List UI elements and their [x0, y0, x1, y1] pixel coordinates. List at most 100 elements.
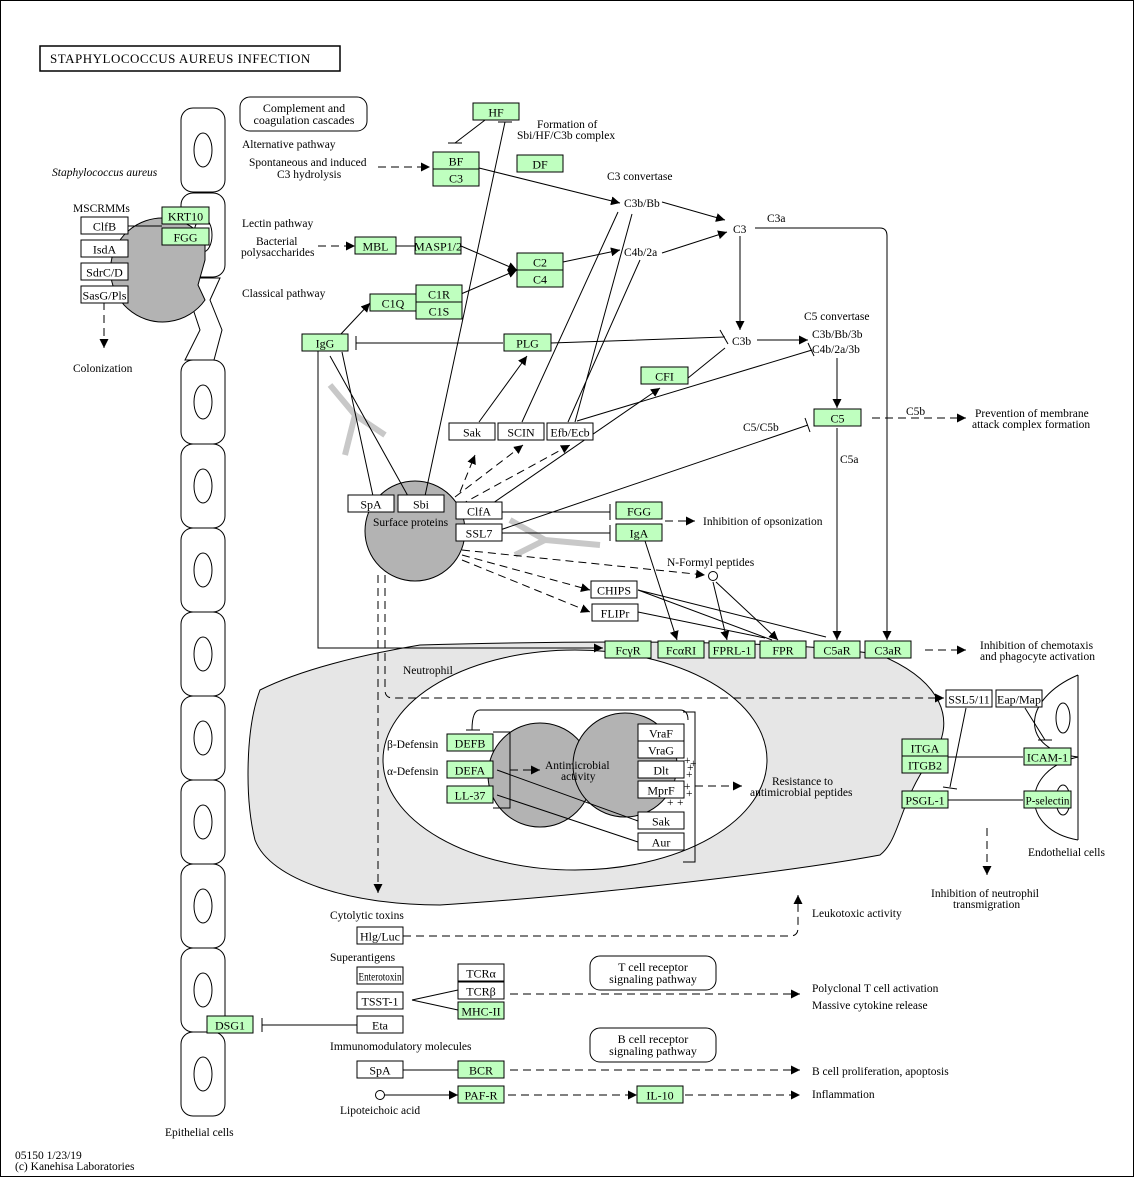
- compound-isda[interactable]: IsdA: [80, 239, 129, 258]
- svg-text:Epithelial cells: Epithelial cells: [165, 1127, 234, 1139]
- compound-tsst1[interactable]: TSST-1: [356, 991, 404, 1010]
- node-label: SdrC/D: [86, 266, 123, 280]
- lipoteichoic-node: [375, 1090, 385, 1100]
- gene-c3ar[interactable]: C3aR: [864, 640, 912, 659]
- gene-c1s[interactable]: C1S: [415, 301, 463, 320]
- node-label: C5aR: [823, 644, 850, 658]
- gene-c5ar[interactable]: C5aR: [813, 640, 861, 659]
- compound-hlgluc[interactable]: Hlg/Luc: [356, 926, 404, 945]
- node-label: ClfB: [93, 220, 116, 234]
- compound-vrag[interactable]: VraG: [637, 740, 685, 759]
- gene-c3box[interactable]: C3: [432, 168, 480, 187]
- compound-clfb[interactable]: ClfB: [80, 216, 129, 235]
- gene-itga[interactable]: ITGA: [901, 738, 949, 757]
- node-label: CFI: [655, 370, 674, 384]
- compound-dlt[interactable]: Dlt: [637, 760, 685, 779]
- gene-plg[interactable]: PLG: [503, 333, 552, 352]
- compound-efb[interactable]: Efb/Ecb: [546, 422, 594, 441]
- compound-tcra[interactable]: TCRα: [457, 963, 505, 982]
- gene-krt10[interactable]: KRT10: [161, 206, 210, 225]
- svg-text:Superantigens: Superantigens: [330, 952, 396, 964]
- gene-mhcii[interactable]: MHC-II: [457, 1001, 505, 1020]
- compound-tcrb[interactable]: TCRβ: [457, 981, 505, 1000]
- gene-fgg2[interactable]: FGG: [615, 501, 663, 520]
- gene-c2[interactable]: C2: [516, 252, 564, 271]
- gene-ll37[interactable]: LL-37: [446, 785, 494, 804]
- node-label: SasG/Pls: [83, 289, 127, 303]
- gene-mbl[interactable]: MBL: [354, 236, 397, 255]
- gene-fprl1[interactable]: FPRL-1: [708, 640, 756, 659]
- compound-sak1[interactable]: Sak: [448, 422, 496, 441]
- compound-sbi[interactable]: Sbi: [397, 494, 445, 513]
- gene-psgl1[interactable]: PSGL-1: [901, 790, 949, 809]
- gene-psel[interactable]: P-selectin: [1023, 790, 1072, 809]
- svg-text:Alternative pathway: Alternative pathway: [242, 139, 336, 151]
- compound-sasg[interactable]: SasG/Pls: [80, 285, 129, 304]
- gene-dsg1[interactable]: DSG1: [206, 1015, 254, 1034]
- compound-chips[interactable]: CHIPS: [590, 580, 638, 599]
- svg-text:Spontaneous and induced: Spontaneous and induced: [249, 157, 367, 169]
- compound-scin[interactable]: SCIN: [497, 422, 545, 441]
- gene-defa[interactable]: DEFA: [446, 760, 494, 779]
- pathway-link-bcr[interactable]: B cell receptor signaling pathway: [589, 1027, 717, 1063]
- node-label: PLG: [516, 337, 539, 351]
- gene-fpr[interactable]: FPR: [759, 640, 807, 659]
- compound-ssl511[interactable]: SSL5/11: [945, 689, 993, 708]
- gene-c1q[interactable]: C1Q: [369, 293, 417, 312]
- gene-itgb2[interactable]: ITGB2: [901, 755, 949, 774]
- node-label: ITGB2: [908, 759, 942, 773]
- gene-igg[interactable]: IgG: [301, 333, 349, 352]
- compound-aur[interactable]: Aur: [637, 832, 685, 851]
- gene-masp[interactable]: MASP1/2: [414, 236, 462, 255]
- compound-spa2[interactable]: SpA: [356, 1060, 404, 1079]
- gene-c1r[interactable]: C1R: [415, 284, 463, 303]
- gene-cfi[interactable]: CFI: [640, 366, 689, 385]
- pathway-link-complement[interactable]: Complement and coagulation cascades: [239, 96, 368, 132]
- gene-fcyr[interactable]: FcγR: [604, 640, 652, 659]
- compound-mprf[interactable]: MprF: [637, 780, 685, 799]
- node-label: FPRL-1: [713, 644, 752, 658]
- svg-text:antimicrobial peptides: antimicrobial peptides: [750, 787, 853, 799]
- node-label: Aur: [652, 836, 671, 850]
- gene-bcr[interactable]: BCR: [457, 1060, 505, 1079]
- node-label: BCR: [469, 1064, 493, 1078]
- svg-text:+: +: [686, 769, 693, 781]
- gene-iga[interactable]: IgA: [615, 523, 663, 542]
- node-label: FcγR: [615, 644, 640, 658]
- gene-fgg1[interactable]: FGG: [161, 227, 210, 246]
- svg-text:C3: C3: [733, 224, 747, 236]
- node-label: IL-10: [646, 1089, 673, 1103]
- svg-text:attack complex formation: attack complex formation: [972, 419, 1090, 431]
- compound-eta[interactable]: Eta: [356, 1015, 404, 1034]
- svg-text:Cytolytic toxins: Cytolytic toxins: [330, 910, 404, 922]
- compound-spa1[interactable]: SpA: [347, 494, 395, 513]
- compound-sak2[interactable]: Sak: [637, 811, 685, 830]
- gene-c5[interactable]: C5: [813, 408, 862, 427]
- node-label: PAF-R: [465, 1089, 498, 1103]
- svg-text:C4b/2a/3b: C4b/2a/3b: [812, 344, 860, 356]
- node-label: FLIPr: [601, 607, 630, 621]
- pathway-link-tcr[interactable]: T cell receptor signaling pathway: [589, 955, 717, 991]
- node-label: C3aR: [874, 644, 901, 658]
- compound-eapmap[interactable]: Eap/Map: [995, 689, 1043, 708]
- compound-sdrcd[interactable]: SdrC/D: [80, 262, 129, 281]
- compound-vraf[interactable]: VraF: [637, 723, 685, 742]
- compound-flipr[interactable]: FLIPr: [591, 603, 639, 622]
- compound-ssl7[interactable]: SSL7: [455, 523, 503, 542]
- gene-pafr[interactable]: PAF-R: [457, 1085, 505, 1104]
- compound-clfa[interactable]: ClfA: [455, 501, 503, 520]
- gene-c4[interactable]: C4: [516, 269, 564, 288]
- gene-icam1[interactable]: ICAM-1: [1023, 747, 1072, 766]
- compound-enterotoxin[interactable]: Enterotoxin: [356, 966, 404, 985]
- gene-bf[interactable]: BF: [432, 151, 480, 170]
- node-label: Dlt: [653, 764, 669, 778]
- gene-hf[interactable]: HF: [472, 102, 520, 121]
- gene-df[interactable]: DF: [516, 154, 564, 173]
- antibody-icon: [508, 517, 601, 558]
- svg-text:+: +: [684, 755, 691, 767]
- node-label: SCIN: [507, 426, 535, 440]
- svg-text:and phagocyte activation: and phagocyte activation: [980, 651, 1095, 663]
- gene-fcari[interactable]: FcαRI: [657, 640, 705, 659]
- gene-defb[interactable]: DEFB: [446, 733, 494, 752]
- gene-il10[interactable]: IL-10: [636, 1085, 684, 1104]
